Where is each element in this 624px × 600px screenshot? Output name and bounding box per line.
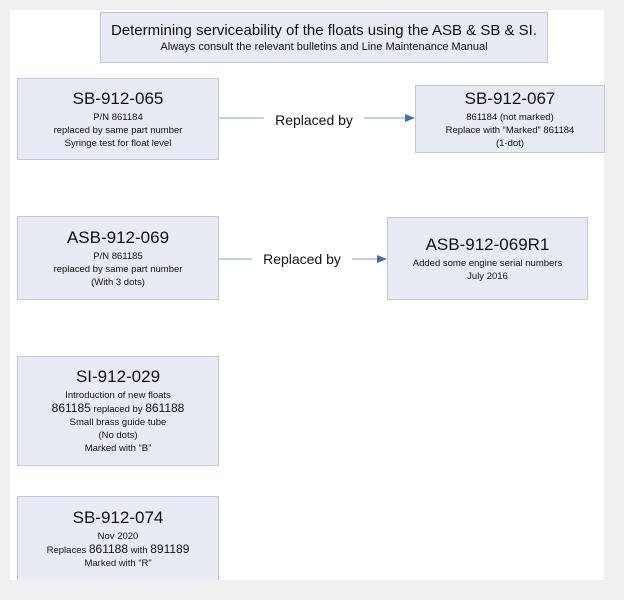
node-line: replaced by same part number [53, 263, 183, 275]
node-line: Small brass guide tube [69, 417, 167, 428]
node-asb-912-069: ASB-912-069 P/N 861185 replaced by same … [17, 216, 219, 300]
node-line: Marked with “B” [84, 443, 152, 454]
node-sb-912-065: SB-912-065 P/N 861184 replaced by same p… [17, 78, 219, 160]
node-line-part-numbers: Replaces 861188 with 891189 [46, 541, 190, 557]
node-line: Syringe test for float level [64, 137, 172, 149]
node-line: Added some engine serial numbers [412, 257, 563, 269]
node-title: ASB-912-069 [66, 227, 170, 247]
part-number: 861188 [145, 401, 185, 415]
diagram-title-box: Determining serviceability of the floats… [100, 12, 548, 63]
node-title: SB-912-065 [72, 88, 164, 108]
diagram-subtitle: Always consult the relevant bulletins an… [160, 40, 488, 53]
node-line: Replace with “Marked” 861184 [445, 124, 575, 136]
node-line: July 2016 [467, 270, 508, 282]
node-title: SB-912-067 [464, 88, 556, 108]
node-line-part-numbers: 861185 replaced by 861188 [52, 402, 185, 416]
node-text: Replaces [46, 544, 89, 556]
node-line: Introduction of new floats [65, 390, 171, 401]
node-line: (With 3 dots) [91, 276, 145, 288]
node-asb-912-069r1: ASB-912-069R1 Added some engine serial n… [387, 217, 588, 300]
node-line: Marked with “R” [84, 557, 152, 569]
node-line: P/N 861185 [93, 250, 143, 262]
node-si-912-029: SI-912-029 Introduction of new floats 86… [17, 356, 219, 466]
part-number: 861188 [88, 541, 129, 556]
node-text: replaced by [90, 404, 146, 415]
part-number: 891189 [150, 541, 190, 556]
node-title: SI-912-029 [75, 367, 161, 386]
node-line: replaced by same part number [53, 124, 183, 136]
node-line: P/N 861184 [93, 111, 143, 123]
node-title: SB-912-074 [72, 507, 164, 527]
node-sb-912-067: SB-912-067 861184 (not marked) Replace w… [415, 85, 605, 153]
node-text: with [128, 544, 151, 556]
diagram-canvas: Determining serviceability of the floats… [10, 10, 605, 580]
node-title: ASB-912-069R1 [425, 234, 550, 254]
edge-label-sb065-sb067: Replaced by [264, 112, 364, 128]
part-number: 861185 [51, 401, 91, 415]
node-line: Nov 2020 [97, 530, 139, 542]
node-line: (1-dot) [496, 137, 524, 149]
node-line: 861184 (not marked) [466, 111, 554, 123]
edge-label-asb069-asb069r1: Replaced by [252, 251, 352, 267]
diagram-title: Determining serviceability of the floats… [110, 21, 538, 39]
node-sb-912-074: SB-912-074 Nov 2020 Replaces 861188 with… [17, 496, 219, 580]
node-line: (No dots) [98, 430, 138, 441]
